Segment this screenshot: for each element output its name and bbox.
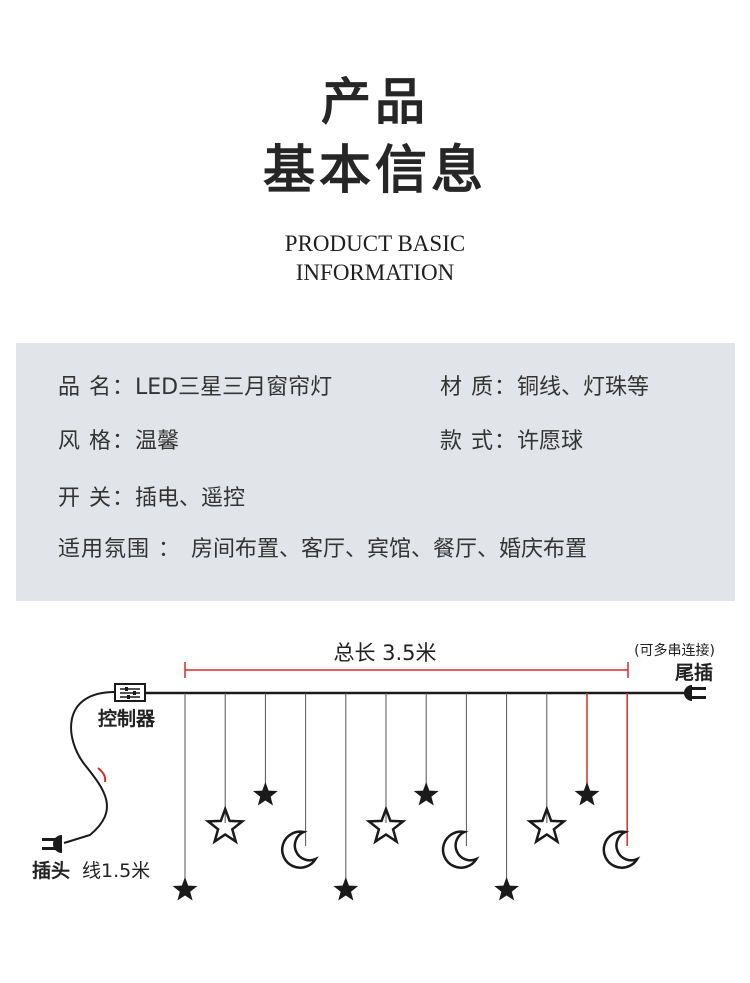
star-outline-icon bbox=[204, 805, 246, 845]
star-outline-icon bbox=[526, 805, 568, 845]
info-style: 风 格：温馨 bbox=[58, 427, 179, 457]
info-style-label: 风 格： bbox=[58, 429, 135, 454]
info-panel: 品 名：LED三星三月窗帘灯 材 质：铜线、灯珠等 风 格：温馨 款 式：许愿球… bbox=[16, 343, 735, 601]
info-type-value: 许愿球 bbox=[517, 429, 584, 454]
info-switch: 开 关：插电、遥控 bbox=[58, 484, 245, 514]
info-material: 材 质：铜线、灯珠等 bbox=[440, 373, 649, 403]
star-filled-icon bbox=[413, 782, 439, 806]
star-filled-icon bbox=[574, 782, 600, 806]
pendant-drops bbox=[172, 693, 641, 901]
power-cord-accent bbox=[97, 767, 107, 783]
info-name-label: 品 名： bbox=[58, 375, 135, 400]
info-scene-value: 房间布置、客厅、宾馆、餐厅、婚庆布置 bbox=[191, 537, 588, 562]
title-en-line1: PRODUCT BASIC bbox=[284, 231, 466, 256]
info-type-label: 款 式： bbox=[440, 429, 517, 454]
power-cord bbox=[63, 691, 116, 844]
plug-icon bbox=[42, 835, 62, 853]
info-material-value: 铜线、灯珠等 bbox=[517, 375, 650, 400]
title-cn-line2: 基本信息 bbox=[262, 141, 487, 201]
controller-label: 控制器 bbox=[98, 707, 156, 730]
info-switch-label: 开 关： bbox=[58, 486, 135, 511]
moon-icon bbox=[441, 830, 480, 869]
controller-icon bbox=[114, 683, 146, 702]
star-filled-icon bbox=[253, 782, 278, 806]
star-filled-icon bbox=[172, 877, 198, 901]
tail-plug-icon bbox=[684, 685, 706, 701]
info-name-value: LED三星三月窗帘灯 bbox=[135, 375, 333, 400]
star-filled-icon bbox=[333, 877, 359, 901]
star-filled-icon bbox=[494, 877, 519, 901]
moon-icon bbox=[280, 830, 319, 869]
star-outline-icon bbox=[365, 805, 407, 845]
moon-icon bbox=[602, 830, 641, 869]
title-en-line2: INFORMATION bbox=[295, 260, 455, 285]
info-material-label: 材 质： bbox=[440, 375, 517, 400]
product-diagram: 总长 3.5米 (可多串连接) 尾插 控制器 插头 线1.5米 bbox=[32, 641, 715, 901]
tail-plug-label: 尾插 bbox=[675, 662, 713, 684]
info-scene: 适用氛围 ： 房间布置、客厅、宾馆、餐厅、婚庆布置 bbox=[58, 535, 587, 565]
info-type: 款 式：许愿球 bbox=[440, 427, 583, 457]
chainable-note: (可多串连接) bbox=[634, 642, 715, 659]
info-scene-label: 适用氛围 ： bbox=[58, 537, 181, 562]
title-cn-line1: 产品 bbox=[321, 73, 429, 131]
info-name: 品 名：LED三星三月窗帘灯 bbox=[58, 373, 332, 403]
plug-label: 插头 bbox=[32, 860, 70, 882]
cable-length-label: 线1.5米 bbox=[82, 860, 150, 882]
info-switch-value: 插电、遥控 bbox=[135, 486, 246, 511]
info-style-value: 温馨 bbox=[135, 429, 180, 454]
total-length-label: 总长 3.5米 bbox=[333, 641, 436, 665]
